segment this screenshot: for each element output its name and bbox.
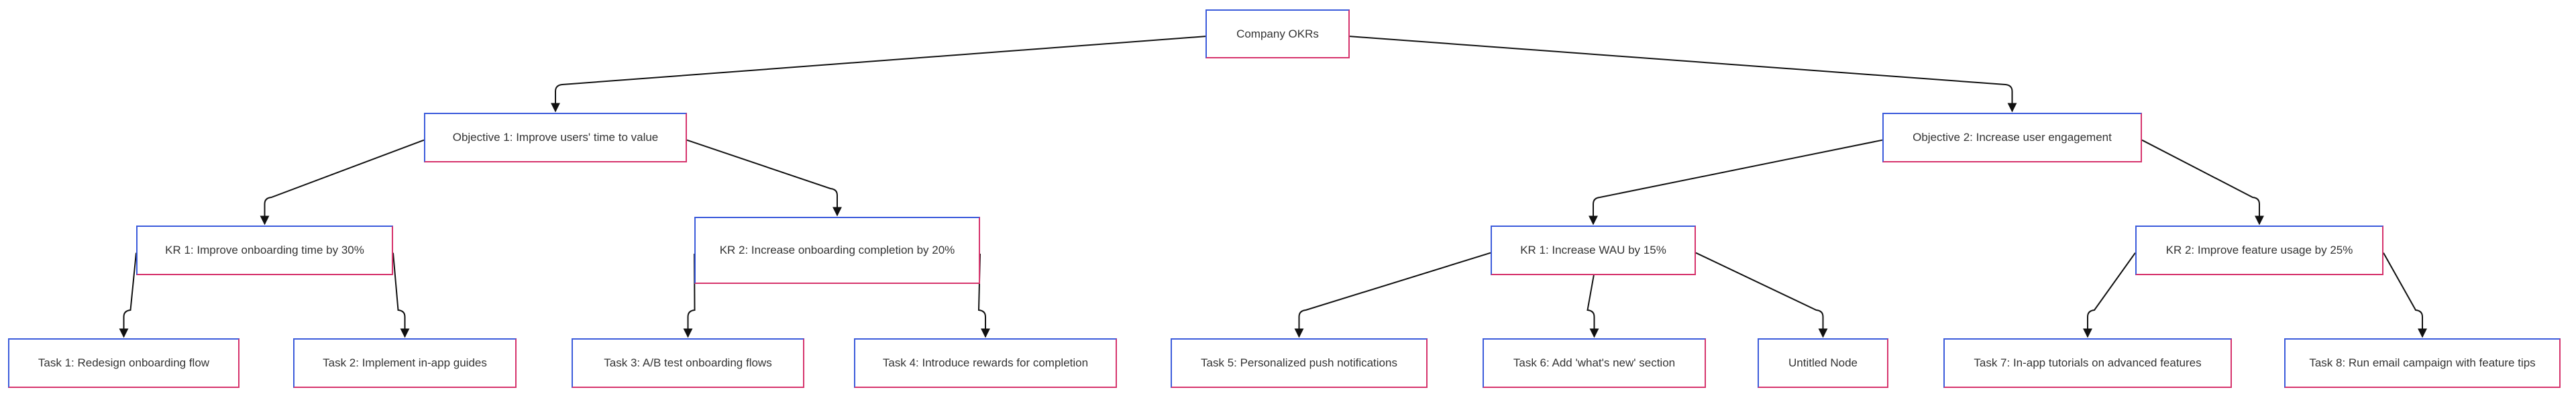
edge-obj2-to-kr1b: [1589, 139, 1883, 226]
edge-kr1a-to-t1: [119, 252, 137, 338]
node-task-5[interactable]: Task 5: Personalized push notifications: [1171, 338, 1428, 388]
edge-root-to-obj1: [551, 36, 1206, 113]
edge-kr1b-to-t5: [1294, 252, 1491, 338]
node-task-2[interactable]: Task 2: Implement in-app guides: [293, 338, 517, 388]
node-task-3[interactable]: Task 3: A/B test onboarding flows: [572, 338, 804, 388]
node-task-7[interactable]: Task 7: In-app tutorials on advanced fea…: [1943, 338, 2232, 388]
node-objective-2[interactable]: Objective 2: Increase user engagement: [1882, 113, 2142, 162]
node-kr-1-wau[interactable]: KR 1: Increase WAU by 15%: [1491, 226, 1696, 275]
edge-kr1b-to-t6: [1587, 275, 1599, 338]
node-task-4[interactable]: Task 4: Introduce rewards for completion: [854, 338, 1117, 388]
edge-kr1a-to-t2: [392, 252, 410, 338]
edge-kr1b-to-un: [1695, 252, 1828, 338]
edge-kr2b-to-t8: [2383, 252, 2427, 338]
node-task-6[interactable]: Task 6: Add 'what's new' section: [1483, 338, 1706, 388]
node-task-8[interactable]: Task 8: Run email campaign with feature …: [2284, 338, 2561, 388]
node-task-1[interactable]: Task 1: Redesign onboarding flow: [8, 338, 239, 388]
node-company-okrs[interactable]: Company OKRs: [1205, 9, 1350, 58]
edge-obj1-to-kr2a: [686, 139, 842, 217]
node-kr-2-onboarding-completion[interactable]: KR 2: Increase onboarding completion by …: [694, 217, 980, 284]
node-kr-2-feature-usage[interactable]: KR 2: Improve feature usage by 25%: [2135, 226, 2383, 275]
node-objective-1[interactable]: Objective 1: Improve users' time to valu…: [424, 113, 687, 162]
edge-obj1-to-kr1a: [260, 139, 425, 226]
node-kr-1-onboarding-time[interactable]: KR 1: Improve onboarding time by 30%: [136, 226, 393, 275]
edge-root-to-obj2: [1349, 36, 2017, 113]
node-untitled[interactable]: Untitled Node: [1758, 338, 1888, 388]
edge-obj2-to-kr2b: [2141, 139, 2264, 226]
edge-kr2a-to-t3: [683, 253, 696, 338]
edge-kr2b-to-t7: [2083, 252, 2136, 338]
edge-kr2a-to-t4: [977, 253, 990, 338]
